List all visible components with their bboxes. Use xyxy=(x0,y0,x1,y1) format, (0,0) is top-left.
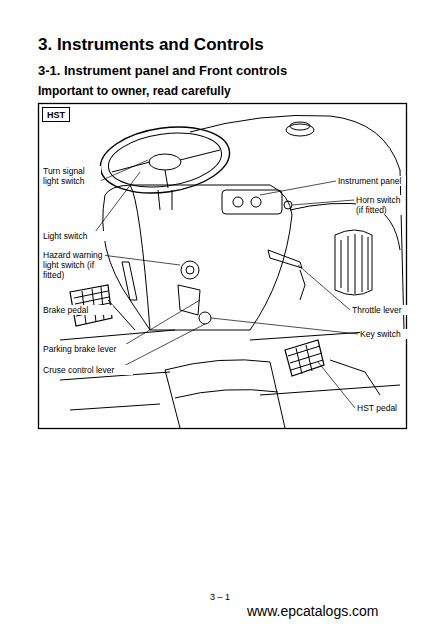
grille-slats xyxy=(341,234,368,294)
leader-line xyxy=(118,300,200,349)
instrument-panel xyxy=(222,190,282,214)
console-edge xyxy=(130,185,150,330)
pedal-tread xyxy=(288,345,323,374)
leader-line xyxy=(318,362,355,408)
switch-plate xyxy=(178,285,200,315)
steering-column xyxy=(158,190,172,210)
left-lever xyxy=(122,262,137,300)
horn-switch xyxy=(284,201,292,209)
hood-outline xyxy=(190,115,404,330)
watermark: www.epcatalogs.com xyxy=(247,603,437,620)
part-name: Turn signal light switch xyxy=(43,166,101,186)
steering-hub xyxy=(149,154,181,170)
part-name: Horn switch (if fitted) xyxy=(356,195,404,215)
gauge xyxy=(233,197,243,207)
fender-edge xyxy=(330,360,380,395)
leader-line xyxy=(102,255,180,265)
throttle-lever xyxy=(268,250,302,268)
grille xyxy=(335,230,372,295)
gauge xyxy=(251,197,261,207)
leader-line xyxy=(292,200,354,205)
leader-line xyxy=(100,160,148,181)
notice: Important to owner, read carefully xyxy=(38,84,358,98)
switch xyxy=(181,261,199,279)
switch-knob xyxy=(186,266,194,274)
figure-tag-box: HST xyxy=(42,107,70,122)
page-number: 3 – 1 xyxy=(190,592,250,603)
fuel-cap-top xyxy=(290,122,310,130)
hst-pedal xyxy=(285,340,324,376)
part-name: Brake pedal xyxy=(43,305,113,315)
part-name: Throttle lever xyxy=(352,305,412,315)
part-name: Hazard warning light switch (if fitted) xyxy=(43,250,105,281)
part-name: Instrument panel xyxy=(338,176,406,186)
figure-frame xyxy=(39,104,407,429)
part-name: Key switch xyxy=(360,329,410,339)
part-name: Parking brake lever xyxy=(43,344,133,354)
part-name: Light switch xyxy=(43,231,113,241)
steering-wheel xyxy=(96,119,234,200)
leader-line xyxy=(211,318,358,334)
dash-console xyxy=(103,185,292,330)
side-vent xyxy=(300,270,305,300)
key-switch xyxy=(199,312,211,324)
leader-line xyxy=(298,265,350,310)
leader-line xyxy=(260,181,336,195)
page-title: 3. Instruments and Controls xyxy=(38,35,264,55)
seat-edge xyxy=(175,390,278,398)
part-name: Cruse control lever xyxy=(43,365,133,375)
steering-wheel-inner xyxy=(105,126,225,193)
seat-base xyxy=(165,360,285,428)
section-heading: 3-1. Instrument panel and Front controls xyxy=(38,63,418,79)
part-name: HST pedal xyxy=(357,403,405,413)
figure-tag: HST xyxy=(47,110,65,120)
